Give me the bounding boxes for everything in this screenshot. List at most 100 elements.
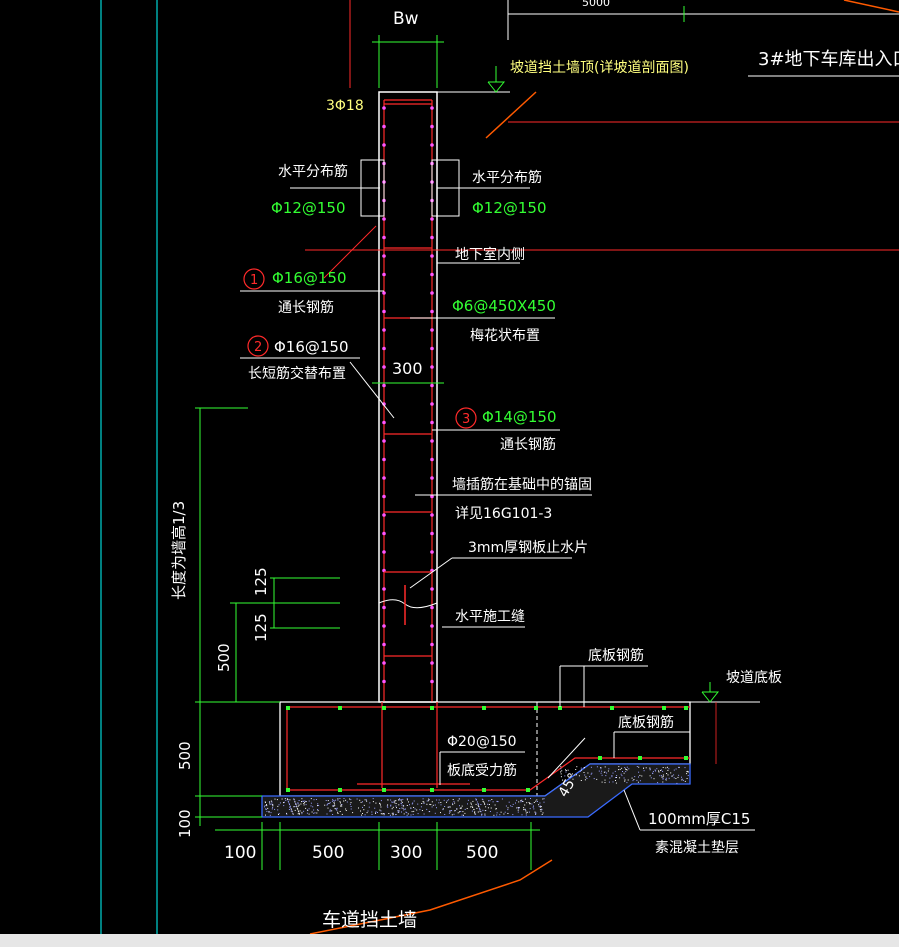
hatch-speck (330, 810, 332, 812)
dim-100-vertical: 100 (176, 809, 194, 838)
hatch-speck (671, 775, 673, 777)
hatch-speck (533, 802, 535, 803)
footing-rebar-dot (338, 706, 342, 710)
hatch-speck (637, 781, 639, 783)
hatch-speck (310, 802, 312, 804)
hatch-speck (398, 810, 400, 812)
hatch-speck (286, 812, 287, 814)
hatch-speck (277, 809, 279, 811)
hatch-speck (627, 779, 629, 781)
hatch-speck (301, 798, 303, 800)
hatch-speck (391, 812, 393, 814)
rebar-dot (382, 309, 386, 314)
hatch-speck (560, 776, 562, 778)
hatch-speck (374, 807, 376, 809)
hatch-speck (406, 798, 408, 800)
bedding-hatch (264, 766, 689, 816)
hatch-speck (444, 806, 446, 807)
hatch-speck (659, 775, 661, 777)
footing-rebar-dot (482, 706, 486, 710)
hatch-speck (636, 766, 638, 767)
hatch-speck (274, 808, 276, 810)
hatch-speck (349, 798, 351, 800)
hatch-speck (459, 807, 461, 809)
hatch-speck (600, 767, 602, 768)
hatch-speck (459, 811, 460, 813)
hatch-speck (598, 770, 600, 772)
hatch-speck (400, 799, 402, 801)
bar1-mark: 1 (250, 273, 258, 288)
hatch-speck (638, 776, 639, 778)
hatch-speck (303, 810, 305, 812)
bar1-desc: 通长钢筋 (278, 299, 334, 316)
hatch-speck (363, 804, 365, 806)
hatch-speck (662, 775, 664, 777)
hatch-speck (326, 813, 328, 815)
hatch-speck (687, 771, 689, 773)
hatch-speck (603, 771, 605, 773)
hatch-speck (662, 777, 664, 779)
hatch-speck (584, 779, 586, 781)
hatch-speck (584, 767, 585, 769)
hatch-speck (339, 801, 341, 803)
rebar-dot (430, 309, 434, 314)
hatch-speck (269, 802, 271, 804)
hatch-speck (265, 801, 266, 803)
hatch-speck (658, 771, 660, 773)
hatch-speck (333, 802, 335, 804)
wall-300-label: 300 (392, 359, 423, 378)
hatch-speck (596, 778, 598, 780)
hatch-speck (327, 807, 329, 809)
hatch-speck (471, 810, 473, 812)
hatch-speck (380, 800, 382, 802)
hatch-speck (387, 806, 389, 808)
hatch-speck (484, 803, 486, 805)
hatch-speck (270, 812, 272, 814)
hatch-speck (436, 799, 438, 801)
hatch-speck (467, 799, 469, 801)
hatch-speck (665, 777, 667, 779)
dim-500-left: 500 (215, 643, 233, 672)
hatch-speck (335, 799, 337, 801)
hatch-speck (412, 813, 414, 815)
hatch-speck (343, 800, 345, 802)
hatch-speck (306, 812, 308, 814)
hatch-speck (362, 806, 363, 808)
hatch-speck (626, 769, 628, 771)
rebar-dot (382, 346, 386, 351)
footing-rebar-dot (482, 788, 486, 792)
rebar-dot (430, 642, 434, 647)
hatch-speck (601, 781, 603, 783)
hatch-speck (442, 809, 444, 811)
hatch-speck (499, 814, 501, 816)
hatch-speck (462, 811, 464, 813)
orange-break-line-top (843, 0, 899, 13)
hatch-speck (472, 807, 474, 808)
hatch-speck (496, 801, 498, 802)
hatch-speck (475, 799, 477, 801)
hatch-speck (487, 803, 489, 805)
hatch-speck (612, 772, 614, 774)
hatch-speck (337, 799, 339, 801)
hatch-speck (466, 808, 468, 809)
hatch-speck (436, 807, 437, 809)
hatch-speck (540, 805, 541, 807)
hatch-speck (480, 804, 482, 805)
hatch-speck (308, 800, 310, 802)
hatch-speck (525, 809, 526, 811)
rebar-dot (382, 679, 386, 684)
hatch-speck (294, 806, 296, 808)
hatch-speck (277, 805, 279, 807)
rebar-dot (430, 531, 434, 536)
rebar-dot (382, 624, 386, 628)
rebar-dot (382, 476, 386, 480)
hatch-speck (444, 814, 446, 815)
rebar-dot (430, 291, 434, 295)
hatch-speck (520, 801, 522, 803)
tie-value: Φ6@450X450 (452, 297, 556, 315)
hatch-speck (266, 808, 267, 810)
hatch-speck (670, 772, 672, 774)
hatch-speck (452, 799, 454, 800)
hatch-speck (379, 809, 381, 811)
hatch-speck (673, 774, 675, 776)
